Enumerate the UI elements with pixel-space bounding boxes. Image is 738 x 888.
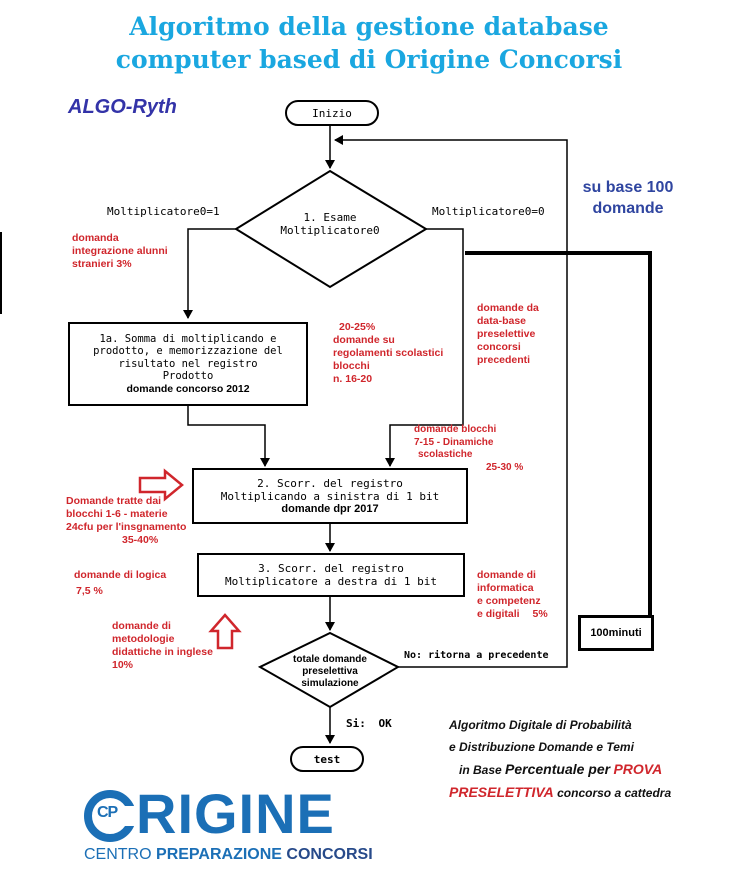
logo-tagline-a: CENTRO — [84, 846, 152, 863]
legend-line3-c: PROVA — [613, 761, 663, 777]
logo-mark-icon — [84, 790, 144, 842]
branch-left-label: Moltiplicatore0=1 — [107, 205, 220, 218]
note-informatica-3: e competenz — [477, 595, 541, 607]
note-integrazione-2: integrazione alunni — [72, 245, 168, 257]
page-title-line1: Algoritmo della gestione database — [129, 12, 609, 41]
note-base-1: su base 100 — [582, 179, 674, 196]
note-informatica-5: 5% — [532, 608, 548, 620]
note-blocchi-1: domande blocchi — [414, 424, 497, 435]
note-blocchi-2: 7-15 - Dinamiche — [414, 436, 494, 448]
decision1-label-2: Moltiplicatore0 — [280, 224, 380, 237]
origine-logo: CP RIGINE CENTRO PREPARAZIONE CONCORSI — [84, 782, 404, 880]
note-informatica-1: domande di — [477, 569, 536, 581]
note-integrazione-3: stranieri 3% — [72, 258, 132, 270]
step-1a-line2: prodotto, e memorizzazione del — [93, 345, 283, 358]
step-1a-sub: domande concorso 2012 — [126, 382, 250, 395]
end-label: test — [313, 752, 341, 766]
logo-tagline-b: PREPARAZIONE — [156, 846, 282, 863]
note-metodologie-2: metodologie — [112, 633, 175, 645]
subtitle: ALGO-Ryth — [68, 96, 177, 118]
legend-line4-a: PRESELETTIVA — [449, 784, 554, 800]
decision1-shape — [234, 169, 428, 289]
legend-line4-b: concorso a cattedra — [557, 786, 672, 800]
note-database-4: concorsi — [477, 341, 521, 353]
step-1a-box: 1a. Somma di moltiplicando e prodotto, e… — [68, 322, 308, 406]
note-materie-4: 35-40% — [122, 534, 159, 546]
decision1-text: 1. Esame Moltiplicatore0 — [250, 211, 410, 237]
note-database-2: data-base — [477, 315, 527, 327]
decision2-text: totale domande preselettiva simulazione — [268, 654, 392, 690]
decision2-label-1: totale domande — [293, 654, 367, 665]
end-terminator: test — [290, 746, 364, 772]
red-up-arrow — [208, 613, 242, 650]
start-label: Inizio — [312, 106, 352, 120]
note-logica: domande di logica 7,5 % — [74, 567, 166, 599]
branch-right-label: Moltiplicatore0=0 — [432, 205, 545, 218]
note-informatica-2: informatica — [477, 582, 534, 594]
yes-label: Si: OK — [346, 717, 392, 730]
step-3-box: 3. Scorr. del registro Moltiplicatore a … — [197, 553, 465, 597]
note-informatica: domande di informatica e competenz e dig… — [477, 569, 548, 621]
start-terminator: Inizio — [285, 100, 379, 126]
step-1a-line1: 1a. Somma di moltiplicando e — [99, 332, 277, 345]
yes-ok: OK — [378, 717, 392, 730]
no-label: No: ritorna a precedente — [404, 650, 549, 661]
note-metodologie-1: domande di — [112, 620, 171, 632]
note-materie-2: blocchi 1-6 - materie — [66, 508, 168, 520]
step-2-box: 2. Scorr. del registro Moltiplicando a s… — [192, 468, 468, 524]
note-regolamenti-5: n. 16-20 — [333, 373, 373, 385]
logo-mark-text: CP — [97, 804, 118, 821]
note-integrazione: domanda integrazione alunni stranieri 3% — [72, 232, 168, 271]
note-materie-1: Domande tratte dai — [66, 495, 162, 507]
minutes-label: 100minuti — [590, 627, 642, 639]
step-3-line1: 3. Scorr. del registro — [258, 562, 404, 575]
note-materie-3: 24cfu per l'insgnamento — [66, 521, 187, 533]
decision2-label-3: simulazione — [301, 678, 359, 689]
note-logica-1: domande di logica — [74, 569, 167, 581]
decision1-label-1: 1. Esame — [303, 211, 357, 224]
note-regolamenti-2: domande su — [333, 334, 395, 346]
note-regolamenti: 20-25% domande su regolamenti scolastici… — [333, 321, 443, 386]
note-base-2: domande — [592, 200, 664, 217]
legend-line3-b: Percentuale per — [505, 761, 611, 777]
note-metodologie: domande di metodologie didattiche in ing… — [112, 620, 213, 672]
note-regolamenti-4: blocchi — [333, 360, 370, 372]
note-metodologie-3: didattiche in inglese — [112, 646, 213, 658]
legend: Algoritmo Digitale di Probabilità e Dist… — [449, 714, 734, 804]
note-blocchi-3: scolastiche — [418, 449, 473, 460]
step-1a-line3: risultato nel registro — [118, 357, 258, 370]
note-database-3: preselettive — [477, 328, 536, 340]
step-1a-line4: Prodotto — [162, 370, 214, 383]
step-2-line2: Moltiplicando a sinistra di 1 bit — [220, 489, 440, 503]
note-database-5: precedenti — [477, 354, 531, 366]
step-3-line2: Moltiplicatore a destra di 1 bit — [225, 575, 437, 588]
minutes-box: 100minuti — [578, 615, 654, 651]
step-2-line1: 2. Scorr. del registro — [257, 476, 403, 490]
red-right-arrow — [138, 468, 184, 502]
note-database: domande da data-base preselettive concor… — [477, 302, 539, 367]
note-informatica-4: e digitali — [477, 608, 520, 620]
page-title-line2: computer based di Origine Concorsi — [115, 45, 623, 74]
legend-line1: Algoritmo Digitale di Probabilità — [449, 718, 632, 732]
note-blocchi-4: 25-30 % — [486, 461, 524, 473]
note-regolamenti-3: regolamenti scolastici — [333, 347, 444, 359]
legend-line3-a: in Base — [459, 763, 502, 777]
note-materie: Domande tratte dai blocchi 1-6 - materie… — [66, 495, 186, 547]
note-base: su base 100 domande — [572, 177, 684, 219]
yes-label-text: Si: — [346, 717, 366, 730]
decision2-label-2: preselettiva — [302, 666, 358, 677]
logo-tagline-c: CONCORSI — [286, 846, 373, 863]
note-metodologie-4: 10% — [112, 659, 134, 671]
note-integrazione-1: domanda — [72, 232, 119, 244]
note-regolamenti-1: 20-25% — [339, 321, 376, 333]
note-blocchi: domande blocchi 7-15 - Dinamiche scolast… — [414, 424, 523, 474]
logo-tagline: CENTRO PREPARAZIONE CONCORSI — [84, 846, 373, 864]
logo-word: RIGINE — [136, 782, 335, 845]
note-database-1: domande da — [477, 302, 539, 314]
legend-line2: e Distribuzione Domande e Temi — [449, 740, 634, 754]
note-logica-2: 7,5 % — [76, 585, 103, 597]
step-2-sub: domande dpr 2017 — [281, 502, 379, 515]
